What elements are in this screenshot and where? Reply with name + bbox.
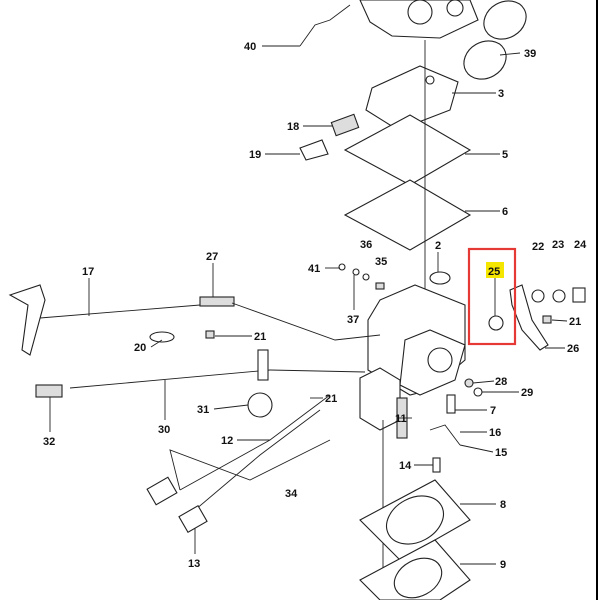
- label-40[interactable]: 40: [244, 41, 256, 53]
- label-34[interactable]: 34: [285, 488, 298, 500]
- part-14: [432, 457, 441, 473]
- part-2: [429, 271, 451, 285]
- label-23[interactable]: 23: [552, 239, 564, 251]
- label-35[interactable]: 35: [375, 256, 387, 268]
- label-21[interactable]: 21: [254, 331, 266, 343]
- label-41[interactable]: 41: [308, 263, 320, 275]
- part-drawings: [8, 0, 586, 600]
- label-29[interactable]: 29: [521, 387, 533, 399]
- label-24[interactable]: 24: [574, 239, 587, 251]
- label-28[interactable]: 28: [495, 376, 507, 388]
- label-8[interactable]: 8: [500, 499, 506, 511]
- part-32-spring: [35, 384, 63, 398]
- label-27[interactable]: 27: [206, 251, 218, 263]
- label-16[interactable]: 16: [489, 427, 501, 439]
- label-36[interactable]: 36: [360, 239, 372, 251]
- part-20: [149, 331, 175, 343]
- label-15[interactable]: 15: [495, 447, 507, 459]
- label-14[interactable]: 14: [399, 460, 412, 472]
- label-11[interactable]: 11: [395, 413, 407, 425]
- label-6[interactable]: 6: [502, 206, 508, 218]
- label-13[interactable]: 13: [188, 558, 200, 570]
- label-21[interactable]: 21: [325, 393, 337, 405]
- label-17[interactable]: 17: [82, 266, 94, 278]
- highlight-box: [467, 247, 517, 346]
- label-37[interactable]: 37: [347, 314, 359, 326]
- label-31[interactable]: 31: [197, 404, 209, 416]
- part-5-gasket: [343, 114, 472, 186]
- label-25[interactable]: 25: [488, 266, 500, 278]
- label-12[interactable]: 12: [221, 435, 233, 447]
- part-24: [572, 287, 586, 303]
- label-21[interactable]: 21: [569, 316, 581, 328]
- label-18[interactable]: 18: [287, 121, 299, 133]
- label-2[interactable]: 2: [435, 240, 441, 252]
- part-30-shaft: [69, 369, 271, 389]
- part-3-cover: [365, 65, 459, 131]
- part-27-spring: [199, 296, 235, 307]
- label-26[interactable]: 26: [567, 343, 579, 355]
- part-18-spring: [330, 113, 360, 137]
- label-39[interactable]: 39: [524, 48, 536, 60]
- venturi: [359, 367, 401, 431]
- part-6-gasket: [343, 179, 472, 251]
- part-25: [488, 315, 504, 331]
- label-30[interactable]: 30: [158, 424, 170, 436]
- label-19[interactable]: 19: [249, 149, 261, 161]
- part-31: [247, 392, 273, 418]
- leader-lines: [49, 45, 568, 565]
- label-32[interactable]: 32: [43, 436, 55, 448]
- part-19-screw: [299, 139, 329, 161]
- part-26-lever: [509, 284, 549, 351]
- label-22[interactable]: 22: [532, 241, 544, 253]
- part-39-gasket: [463, 40, 507, 80]
- label-5[interactable]: 5: [502, 149, 508, 161]
- label-7[interactable]: 7: [490, 405, 496, 417]
- part-7: [446, 394, 456, 414]
- part-labels: 40 39 3 18 19 5 6 2 36 41 35 37 27 17 21…: [43, 41, 587, 571]
- label-9[interactable]: 9: [500, 559, 506, 571]
- part-40-wire: [299, 4, 351, 47]
- part-17-lever: [8, 284, 46, 356]
- highlight-marker: [486, 262, 504, 278]
- label-3[interactable]: 3: [498, 88, 504, 100]
- label-20[interactable]: 20: [134, 342, 146, 354]
